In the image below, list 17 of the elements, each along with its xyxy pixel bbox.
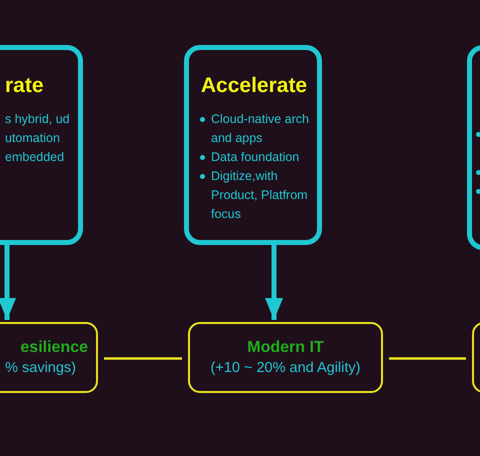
bullet-text: Cloud-native arch and apps xyxy=(211,112,309,145)
result-note: (+10 ~ 20% and Agility) xyxy=(210,358,360,378)
connector-line xyxy=(104,357,182,360)
bullet-text: utomation embedded xyxy=(5,131,64,164)
arrow xyxy=(0,245,16,320)
connector-line xyxy=(389,357,466,360)
result-title: Modern IT xyxy=(247,338,324,358)
callout-heading: Accelerate xyxy=(200,73,308,99)
arrow xyxy=(265,245,283,320)
result-box xyxy=(188,322,383,393)
result-note: % savings) xyxy=(5,358,76,378)
result-title: esilience xyxy=(20,338,88,358)
callout-box xyxy=(184,45,322,245)
bullet-text: Data foundation xyxy=(211,150,300,164)
callout-heading: rate xyxy=(5,73,45,99)
bullet-text: Digitize,with Product, Platfrom focus xyxy=(211,169,308,221)
bullet-text: s hybrid, ud xyxy=(5,112,70,126)
